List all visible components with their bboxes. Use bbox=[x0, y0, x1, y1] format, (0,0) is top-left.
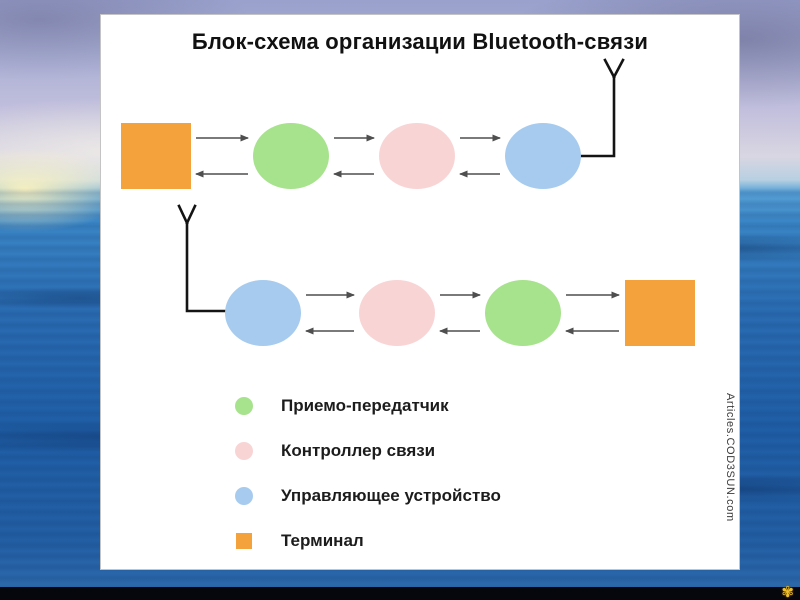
antenna-left-arm-right bbox=[185, 204, 197, 225]
node-transceiver-bottom bbox=[485, 280, 561, 346]
watermark: Articles.COD3SUN.com bbox=[724, 393, 736, 522]
antenna-right-arm-left bbox=[603, 58, 616, 79]
legend-item-transceiver: Приемо-передатчик bbox=[235, 396, 501, 415]
legend-marker-terminal bbox=[236, 533, 252, 549]
diagram-title: Блок-схема организации Bluetooth-связи bbox=[191, 29, 649, 54]
connector-layer bbox=[177, 58, 625, 335]
legend-item-control-device: Управляющее устройство bbox=[235, 486, 501, 505]
legend-label-controller: Контроллер связи bbox=[281, 441, 436, 460]
node-controller-top bbox=[379, 123, 455, 189]
node-terminal-bottom bbox=[625, 280, 695, 346]
legend-marker-control-device bbox=[235, 487, 253, 505]
legend-item-controller: Контроллер связи bbox=[235, 441, 501, 460]
legend: Приемо-передатчик Контроллер связи Управ… bbox=[235, 396, 501, 577]
legend-item-terminal: Терминал bbox=[235, 531, 501, 550]
legend-label-transceiver: Приемо-передатчик bbox=[281, 396, 449, 415]
sun-flower-icon: ✾ bbox=[781, 584, 794, 600]
bottom-letterbox-bar bbox=[0, 587, 800, 600]
antenna-right bbox=[579, 75, 616, 158]
node-transceiver-top bbox=[253, 123, 329, 189]
antenna-right-arm-right bbox=[612, 58, 625, 79]
diagram-panel: Блок-схема организации Bluetooth-связи bbox=[100, 14, 740, 570]
node-control-device-bottom bbox=[225, 280, 301, 346]
node-terminal-top bbox=[121, 123, 191, 189]
antenna-left bbox=[185, 221, 227, 313]
node-controller-bottom bbox=[359, 280, 435, 346]
legend-marker-controller bbox=[235, 442, 253, 460]
legend-label-control-device: Управляющее устройство bbox=[281, 486, 501, 505]
antenna-left-arm-left bbox=[177, 204, 189, 225]
legend-label-terminal: Терминал bbox=[281, 531, 364, 550]
node-control-device-top bbox=[505, 123, 581, 189]
legend-marker-transceiver bbox=[235, 397, 253, 415]
